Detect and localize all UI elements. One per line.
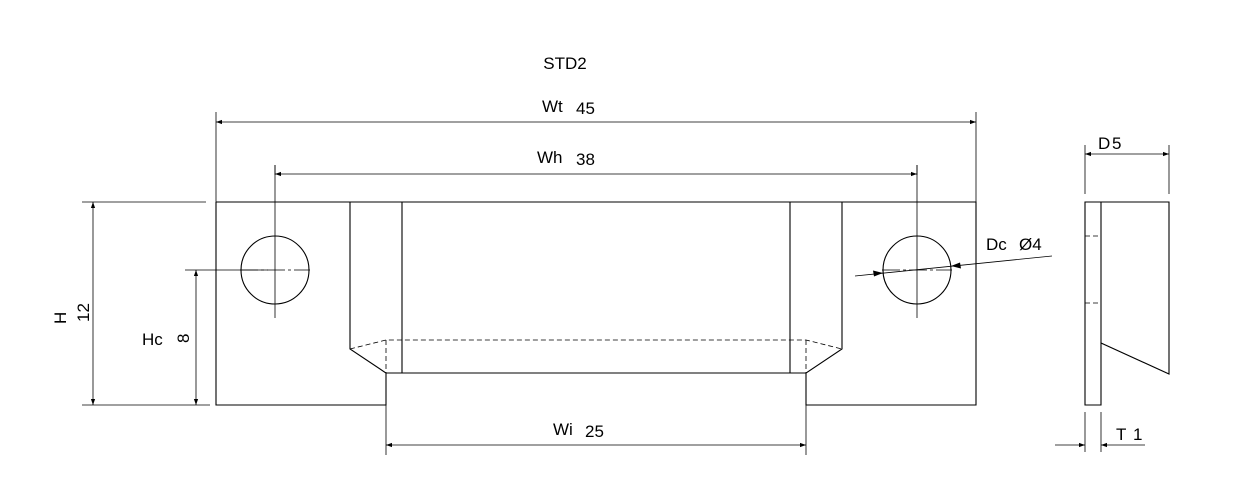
dimension-wt-value: 45 (576, 99, 595, 118)
dimension-t: T 1 (1055, 412, 1145, 452)
dimension-h: H 12 (51, 201, 210, 406)
dimension-wi-value: 25 (585, 422, 604, 441)
dimension-wt-label: Wt (542, 97, 563, 116)
dimension-hc: Hc 8 (142, 269, 268, 405)
dimension-d-value: 5 (1112, 134, 1121, 153)
body-outline (215, 201, 977, 406)
dimension-hc-value: 8 (174, 334, 193, 343)
dimension-t-label: T (1116, 425, 1126, 444)
inner-slot (401, 202, 791, 374)
dimension-wh-label: Wh (537, 148, 563, 167)
dimension-dc-label: Dc (986, 235, 1007, 254)
side-view (1084, 201, 1170, 406)
dimension-d-label: D (1098, 134, 1110, 153)
side-outline (1084, 201, 1170, 406)
dimension-wi-label: Wi (553, 420, 573, 439)
dimension-h-label: H (51, 312, 70, 324)
dimension-dc-value: Ø4 (1019, 235, 1042, 254)
dimension-d: D 5 (1084, 134, 1170, 194)
dimension-t-value: 1 (1133, 425, 1142, 444)
dimension-wt: Wt 45 (215, 97, 977, 202)
dimension-h-value: 12 (74, 303, 93, 322)
drawing-title: STD2 (543, 54, 586, 73)
dimension-wh-value: 38 (576, 150, 595, 169)
hidden-edge (349, 339, 843, 350)
dimension-dc: Dc Ø4 (854, 235, 1053, 277)
dimension-wh: Wh 38 (274, 148, 918, 177)
dimension-wi: Wi 25 (385, 405, 807, 455)
front-view (215, 165, 977, 406)
dimension-hc-label: Hc (142, 330, 163, 349)
